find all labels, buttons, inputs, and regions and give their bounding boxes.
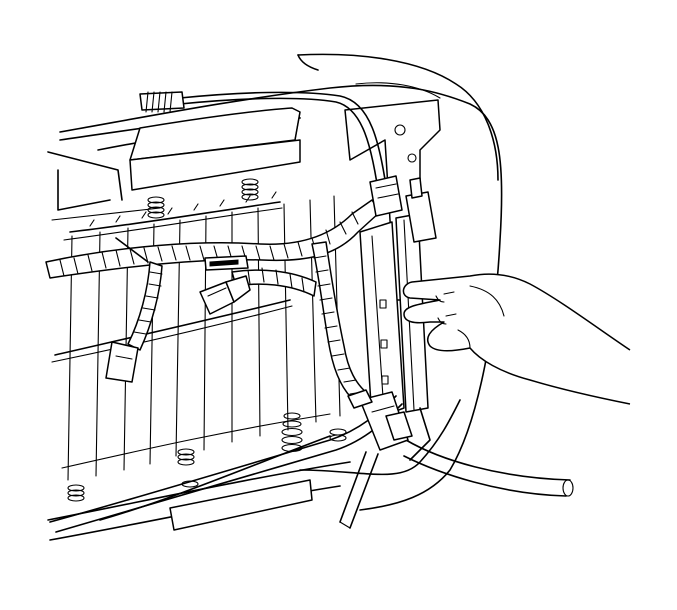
wiring-harness-spiral-wrap	[45, 199, 381, 403]
connector-right-upper	[369, 175, 437, 243]
spring-bottom-left	[67, 484, 85, 502]
connector-left	[105, 341, 139, 383]
spring-top-right	[241, 178, 259, 201]
top-cable	[139, 91, 389, 205]
connector-clip-top	[204, 255, 249, 271]
harness-connectors	[105, 175, 437, 451]
seat-springs	[67, 178, 347, 502]
hand	[402, 273, 631, 405]
connector-right-lower	[359, 391, 413, 451]
spring-wire-grid	[51, 191, 341, 481]
spring-top-left	[147, 196, 165, 219]
cable-tie	[347, 389, 373, 409]
spring-bottom-right	[281, 412, 347, 453]
spring-bottom-mid	[177, 448, 199, 488]
connector-middle	[199, 275, 251, 315]
top-connector	[139, 91, 185, 113]
lower-cables	[49, 395, 574, 533]
